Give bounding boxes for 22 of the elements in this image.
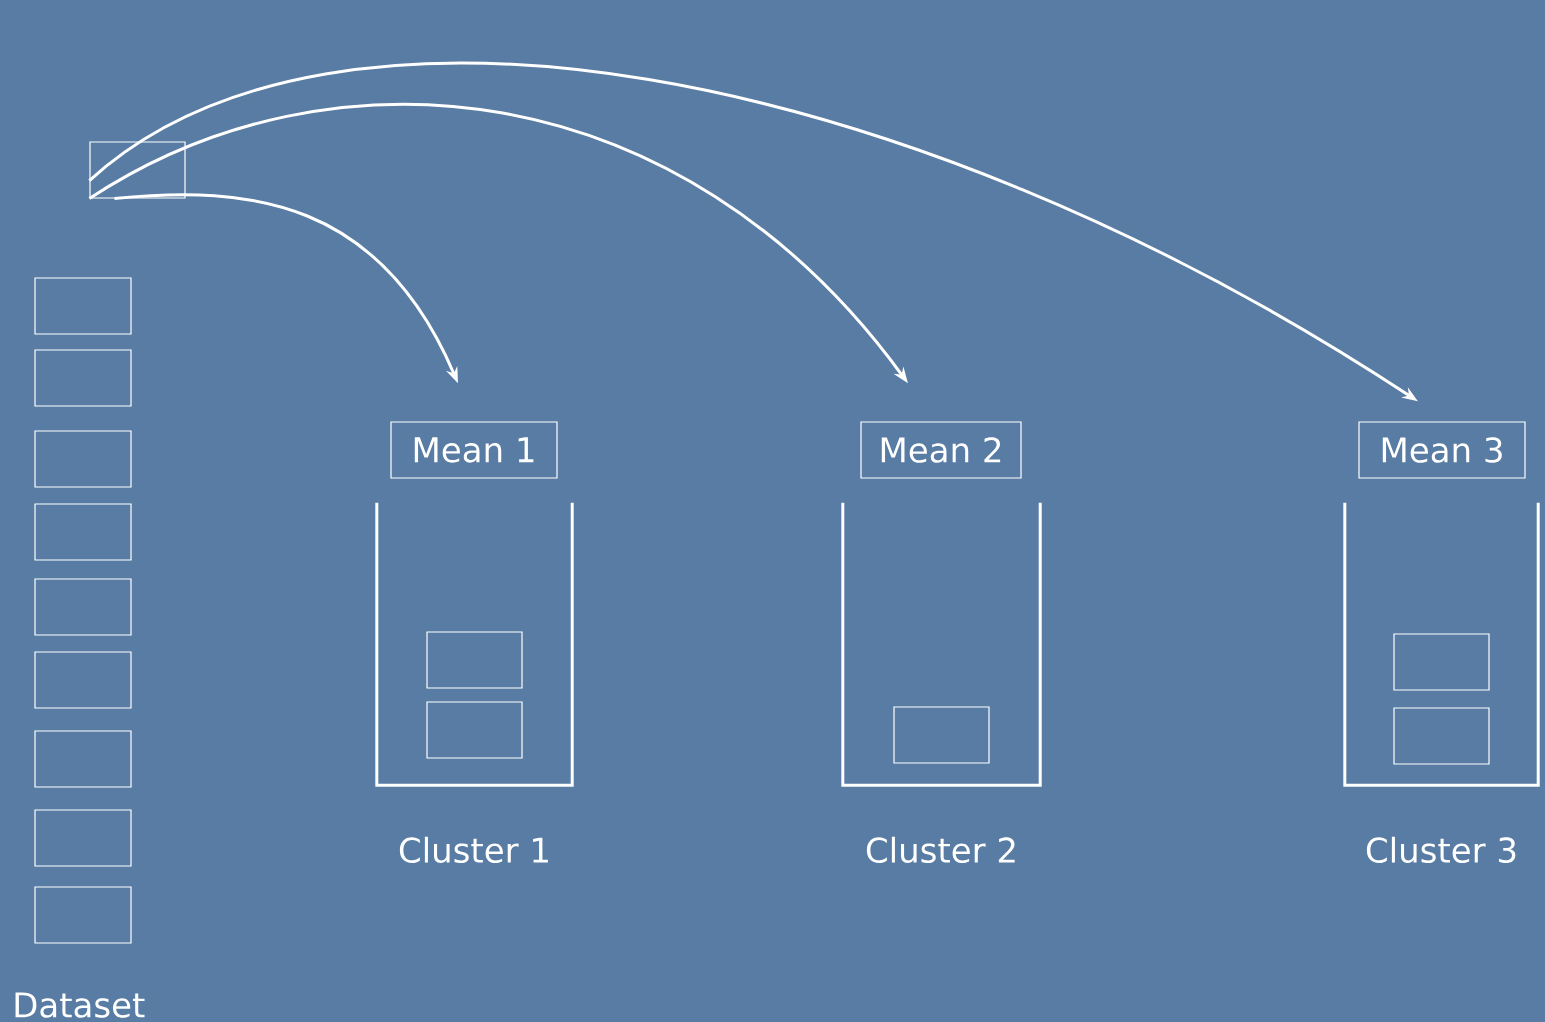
data-box: [426, 701, 523, 759]
data-box: [34, 277, 132, 335]
data-box: [1393, 633, 1490, 691]
mean-box: Mean 2: [860, 421, 1022, 479]
mean-box: Mean 3: [1358, 421, 1526, 479]
data-box: [34, 809, 132, 867]
dataset-label: Dataset: [15, 992, 145, 1018]
data-box: [426, 631, 523, 689]
mean-box: Mean 1: [390, 421, 558, 479]
data-box: [893, 706, 990, 764]
data-box: [34, 578, 132, 636]
cluster-bucket: Cluster 1: [375, 502, 574, 864]
data-box: [34, 430, 132, 488]
data-box: [1393, 707, 1490, 765]
cluster-bucket: Cluster 3: [1343, 502, 1540, 864]
data-box: [34, 349, 132, 407]
data-box: [34, 503, 132, 561]
data-box: [89, 141, 186, 199]
data-box: [34, 651, 132, 709]
data-box: [34, 886, 132, 944]
cluster-bucket: Cluster 2: [841, 502, 1042, 864]
data-box: [34, 730, 132, 788]
